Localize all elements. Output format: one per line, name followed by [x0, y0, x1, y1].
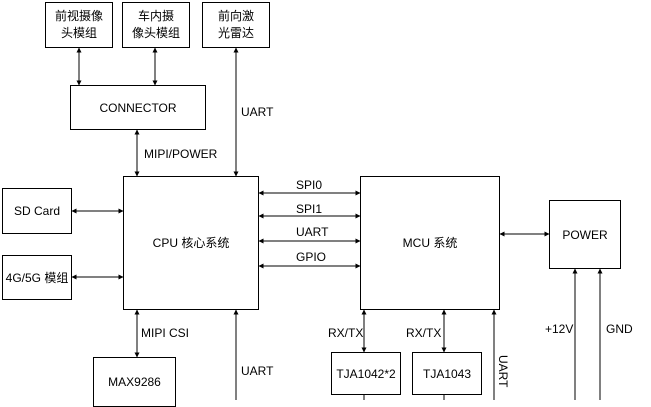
power-label: POWER: [562, 227, 608, 242]
spi1-label: SPI1: [296, 202, 323, 216]
plus12v-label: +12V: [545, 322, 574, 336]
cpu-core-block: CPU 核心系统: [123, 176, 259, 310]
gpio-label: GPIO: [296, 250, 327, 264]
front-camera-block: 前视摄像 头模组: [45, 2, 113, 48]
rxtx-1-label: RX/TX: [328, 326, 364, 340]
rxtx-2-label: RX/TX: [406, 326, 442, 340]
mcu-block: MCU 系统: [360, 176, 500, 310]
tja1043-label: TJA1043: [422, 366, 472, 381]
max9286-block: MAX9286: [93, 357, 176, 407]
mcu-label: MCU 系统: [402, 236, 458, 250]
cpu-core-label: CPU 核心系统: [152, 236, 230, 250]
mipi-power-label: MIPI/POWER: [144, 147, 218, 161]
sd-card-label: SD Card: [13, 204, 60, 218]
mipi-csi-label: MIPI CSI: [141, 326, 190, 340]
uart-bottom-label: UART: [241, 364, 274, 378]
uart-cpu-mcu-label: UART: [296, 225, 329, 239]
cabin-camera-block: 车内摄 像头模组: [122, 2, 190, 48]
front-camera-label: 前视摄像 头模组: [54, 9, 103, 40]
uart-mcu-vertical-label: UART: [496, 355, 510, 388]
connector-block: CONNECTOR: [70, 85, 206, 130]
tja1043-block: TJA1043: [412, 352, 482, 395]
cabin-camera-label: 车内摄 像头模组: [131, 9, 180, 40]
tja1042-block: TJA1042*2: [331, 352, 401, 395]
gnd-label: GND: [606, 322, 633, 336]
lte-module-block: 4G/5G 模组: [2, 255, 72, 300]
power-block: POWER: [549, 200, 621, 269]
max9286-label: MAX9286: [108, 375, 161, 389]
sd-card-block: SD Card: [2, 188, 72, 234]
lte-module-label: 4G/5G 模组: [5, 270, 69, 285]
front-lidar-block: 前向激 光雷达: [202, 2, 270, 48]
front-lidar-label: 前向激 光雷达: [217, 9, 254, 40]
tja1042-label: TJA1042*2: [336, 366, 396, 381]
spi0-label: SPI0: [296, 178, 323, 192]
connector-label: CONNECTOR: [99, 100, 177, 115]
uart-lidar-label: UART: [241, 105, 274, 119]
